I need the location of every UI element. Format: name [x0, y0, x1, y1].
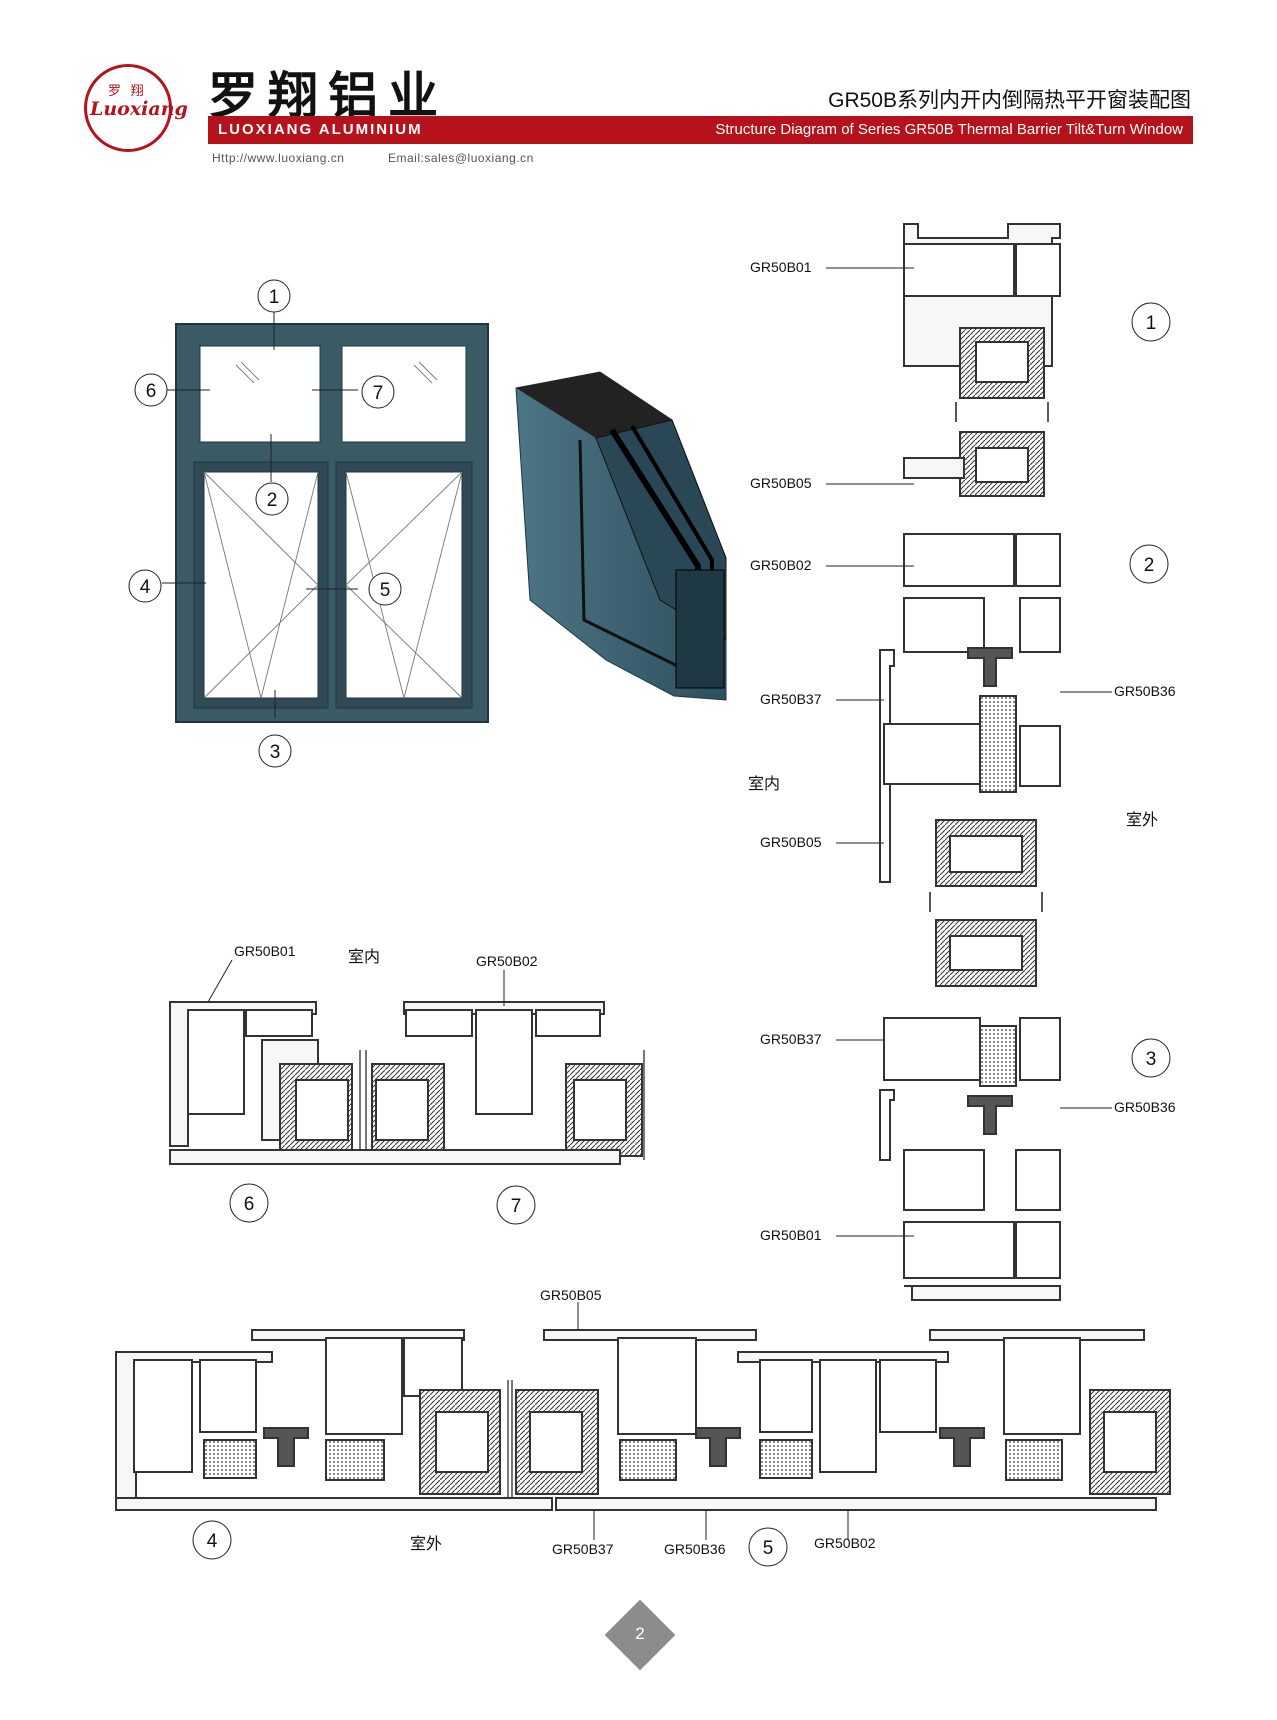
- website-link[interactable]: Http://www.luoxiang.cn: [212, 151, 345, 165]
- top-section-markers: 6 7: [229, 1183, 536, 1225]
- bottom-section-markers: 4 5: [192, 1520, 788, 1567]
- indoor-label-vertical: 室内: [748, 776, 781, 793]
- marker-top-6: 6: [244, 1194, 255, 1215]
- logo-cn-text: 罗 翔: [108, 83, 147, 98]
- logo-emblem: [84, 64, 172, 152]
- marker-section-1: 1: [1146, 313, 1157, 334]
- brand-name-en: LUOXIANG ALUMINIUM: [218, 121, 423, 138]
- marker-2: 2: [267, 490, 278, 511]
- bottom-section: [115, 1329, 1171, 1511]
- marker-6: 6: [146, 381, 157, 402]
- document-title-cn: GR50B系列内开内倒隔热平开窗装配图: [828, 89, 1191, 112]
- marker-4: 4: [140, 577, 151, 598]
- profile-3d-render: [515, 371, 727, 701]
- indoor-label-top: 室内: [348, 949, 381, 966]
- label-top-gr50b01: GR50B01: [234, 943, 296, 959]
- label-gr50b05-lower: GR50B05: [760, 834, 822, 850]
- window-elevation: [162, 310, 489, 723]
- header-red-bar: [208, 116, 1193, 144]
- label-gr50b01-bottom: GR50B01: [760, 1227, 822, 1243]
- marker-7: 7: [373, 383, 384, 404]
- label-gr50b37-upper: GR50B37: [760, 691, 822, 707]
- label-bottom-gr50b05: GR50B05: [540, 1287, 602, 1303]
- marker-section-2: 2: [1144, 555, 1155, 576]
- marker-bottom-4: 4: [207, 1531, 218, 1552]
- email-link[interactable]: Email:sales@luoxiang.cn: [388, 151, 534, 165]
- label-bottom-gr50b02: GR50B02: [814, 1535, 876, 1551]
- vertical-section: [879, 223, 1061, 1301]
- label-gr50b02: GR50B02: [750, 557, 812, 573]
- elevation-markers: 1 2 3 4 5 6 7: [128, 279, 402, 768]
- bottom-section-leaders: [577, 1302, 849, 1540]
- label-top-gr50b02: GR50B02: [476, 953, 538, 969]
- brand-name-cn: 罗翔铝业: [208, 67, 448, 125]
- marker-5: 5: [380, 580, 391, 601]
- label-gr50b01-top: GR50B01: [750, 259, 812, 275]
- top-section-leaders: [207, 959, 505, 1006]
- vertical-section-markers: 1 2 3: [1129, 302, 1171, 1078]
- logo-script-text: Luoxiang: [90, 98, 188, 120]
- marker-bottom-5: 5: [763, 1538, 774, 1559]
- vertical-section-leaders: [826, 267, 1112, 1237]
- marker-section-3: 3: [1146, 1049, 1157, 1070]
- document-title-en: Structure Diagram of Series GR50B Therma…: [715, 121, 1183, 138]
- marker-1: 1: [269, 287, 280, 308]
- label-gr50b05-upper: GR50B05: [750, 475, 812, 491]
- outdoor-label-vertical: 室外: [1126, 812, 1159, 829]
- label-gr50b37-lower: GR50B37: [760, 1031, 822, 1047]
- label-gr50b36-upper: GR50B36: [1114, 683, 1176, 699]
- label-gr50b36-lower: GR50B36: [1114, 1099, 1176, 1115]
- marker-top-7: 7: [511, 1196, 522, 1217]
- outdoor-label-bottom: 室外: [410, 1536, 443, 1553]
- label-bottom-gr50b37: GR50B37: [552, 1541, 614, 1557]
- label-bottom-gr50b36: GR50B36: [664, 1541, 726, 1557]
- top-section: [169, 1001, 645, 1165]
- page-number: 2: [635, 1624, 645, 1643]
- marker-3: 3: [270, 742, 281, 763]
